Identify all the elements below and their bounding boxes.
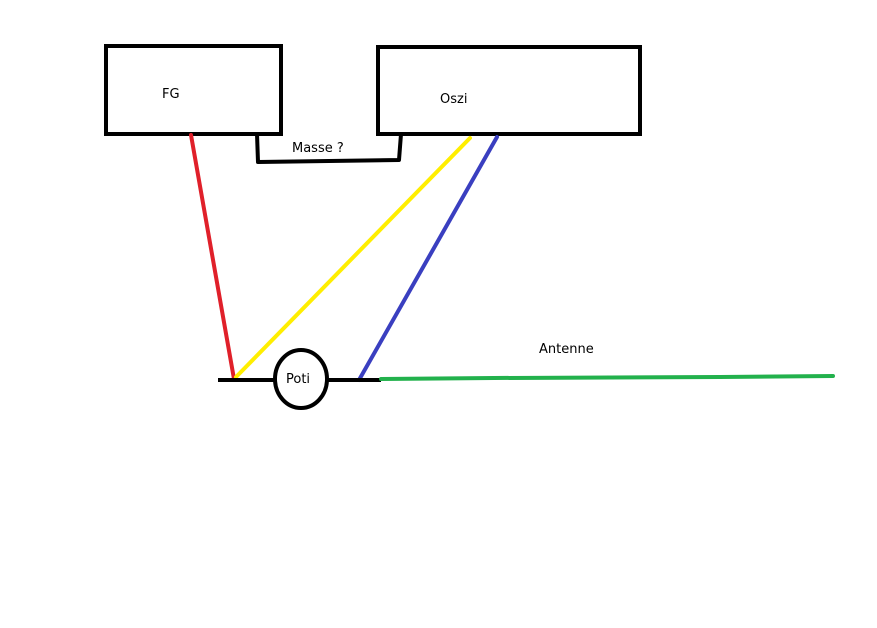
antenne-label: Antenne <box>539 342 594 357</box>
yellow-wire <box>234 136 472 379</box>
fg-label: FG <box>162 87 180 102</box>
poti-label: Poti <box>286 372 310 387</box>
antenne-wire <box>379 374 835 381</box>
red-wire <box>189 133 236 381</box>
poti-symbol <box>273 348 329 410</box>
oszi-label: Oszi <box>440 92 467 107</box>
fg-box <box>104 44 283 136</box>
masse-label: Masse ? <box>292 141 344 156</box>
blue-wire <box>357 135 499 382</box>
masse-wire <box>255 133 403 164</box>
oszi-box <box>376 45 642 136</box>
